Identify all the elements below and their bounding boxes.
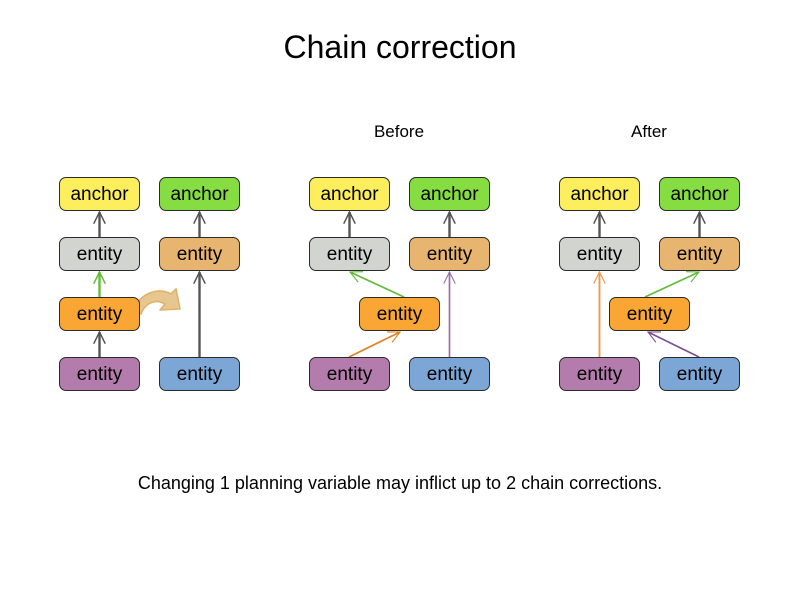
node-after-entity-5[interactable]: entity: [609, 297, 690, 331]
node-after-anchor-2[interactable]: anchor: [659, 177, 740, 211]
section-label-after: After: [631, 122, 667, 141]
node-initial-entity-3[interactable]: entity: [59, 237, 140, 271]
edge-before-2: [443, 210, 456, 237]
edge-after-2: [693, 210, 706, 237]
node-after-entity-7[interactable]: entity: [659, 357, 740, 391]
edge-initial-1: [93, 210, 106, 237]
node-before-entity-6[interactable]: entity: [309, 357, 390, 391]
edge-after-1: [593, 210, 606, 237]
edge-before-1: [343, 210, 356, 237]
curve-arrow-initial: [132, 288, 181, 315]
node-initial-entity-7[interactable]: entity: [159, 357, 240, 391]
edge-before-4: [348, 331, 402, 358]
node-initial-anchor-1[interactable]: anchor: [59, 177, 140, 211]
node-before-anchor-1[interactable]: anchor: [309, 177, 390, 211]
edge-after-3: [593, 270, 606, 357]
node-initial-entity-6[interactable]: entity: [59, 357, 140, 391]
node-before-anchor-2[interactable]: anchor: [409, 177, 490, 211]
caption-text: Changing 1 planning variable may inflict…: [137, 473, 663, 493]
node-initial-entity-4[interactable]: entity: [159, 237, 240, 271]
edge-initial-5: [93, 330, 106, 357]
node-before-entity-7[interactable]: entity: [409, 357, 490, 391]
edge-initial-4: [193, 270, 206, 357]
node-after-entity-3[interactable]: entity: [559, 237, 640, 271]
edge-before-3: [348, 271, 405, 298]
edge-initial-2: [193, 210, 206, 237]
edge-before-5: [443, 270, 456, 357]
edge-initial-3: [93, 270, 106, 297]
node-before-entity-5[interactable]: entity: [359, 297, 440, 331]
node-after-entity-6[interactable]: entity: [559, 357, 640, 391]
node-after-anchor-1[interactable]: anchor: [559, 177, 640, 211]
page-title: Chain correction: [283, 29, 517, 65]
node-before-entity-4[interactable]: entity: [409, 237, 490, 271]
edge-after-4: [644, 271, 701, 298]
node-after-entity-4[interactable]: entity: [659, 237, 740, 271]
edge-after-5: [646, 331, 700, 358]
node-before-entity-3[interactable]: entity: [309, 237, 390, 271]
node-initial-anchor-2[interactable]: anchor: [159, 177, 240, 211]
section-label-before: Before: [373, 122, 425, 141]
node-initial-entity-5[interactable]: entity: [59, 297, 140, 331]
